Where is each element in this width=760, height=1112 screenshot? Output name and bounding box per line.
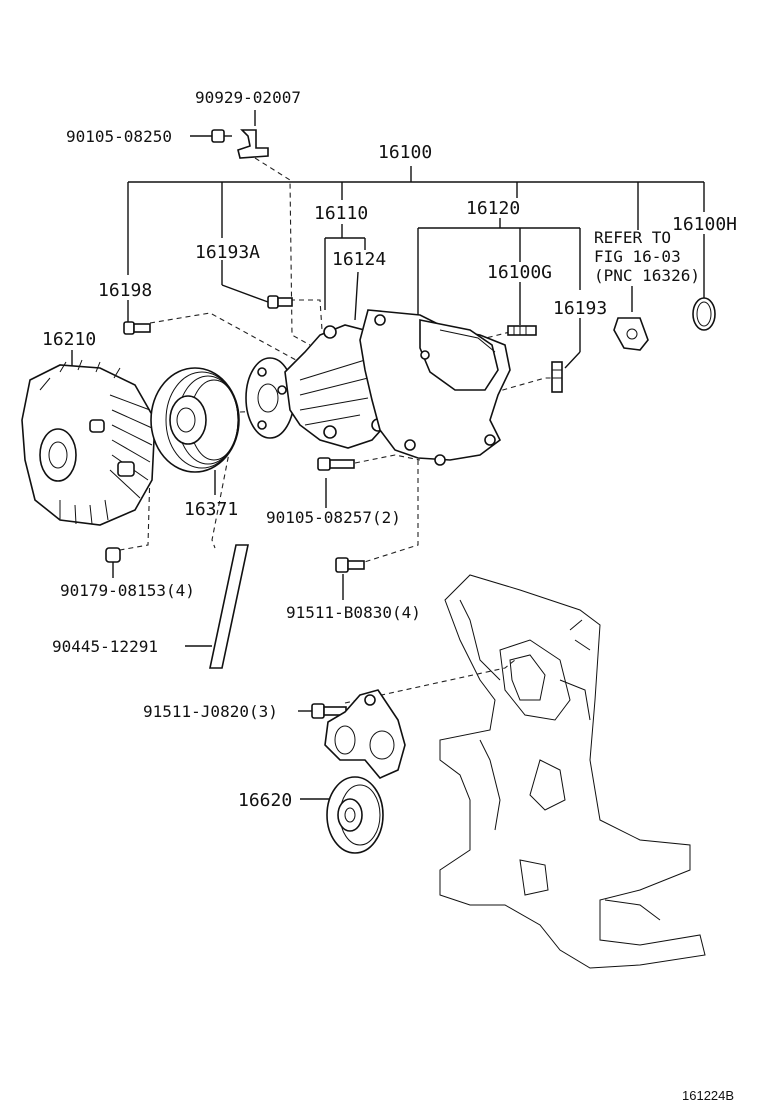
label-16193: 16193 — [553, 298, 607, 319]
label-91511-B0830: 91511-B0830(4) — [286, 603, 421, 622]
label-16100H: 16100H — [672, 214, 737, 235]
label-16620: 16620 — [238, 790, 292, 811]
refer-line-3: (PNC 16326) — [594, 266, 700, 285]
o-ring-16100H — [692, 297, 716, 331]
label-16193A: 16193A — [195, 242, 260, 263]
label-90445-12291: 90445-12291 — [52, 637, 158, 656]
label-16120: 16120 — [466, 198, 520, 219]
bolt-16193A — [267, 295, 293, 309]
bolt-91511-B0830 — [335, 557, 365, 573]
bolt-16198 — [123, 321, 151, 335]
label-90929-02007: 90929-02007 — [195, 88, 301, 107]
gasket-refer — [613, 317, 649, 351]
hose-90445-12291 — [209, 544, 249, 669]
label-90105-08250: 90105-08250 — [66, 127, 172, 146]
refer-line-2: FIG 16-03 — [594, 247, 681, 266]
label-91511-J0820: 91511-J0820(3) — [143, 702, 278, 721]
label-90179-08153: 90179-08153(4) — [60, 581, 195, 600]
leader-lines — [71, 110, 705, 800]
label-16210: 16210 — [42, 329, 96, 350]
bracket-90929 — [237, 129, 269, 159]
refer-line-1: REFER TO — [594, 228, 671, 247]
fan-clutch-16210 — [21, 359, 156, 526]
figure-id: 161224B — [682, 1088, 734, 1103]
engine-block-outline — [439, 574, 706, 969]
label-16100: 16100 — [378, 142, 432, 163]
pulley-16371 — [150, 367, 240, 473]
bolt-90105-08257 — [317, 457, 355, 471]
stud-16193 — [551, 361, 563, 393]
label-16198: 16198 — [98, 280, 152, 301]
bolt-90105-08250 — [211, 129, 232, 143]
label-16110: 16110 — [314, 203, 368, 224]
label-90105-08257: 90105-08257(2) — [266, 508, 401, 527]
label-16100G: 16100G — [487, 262, 552, 283]
tensioner-16620 — [324, 689, 406, 854]
label-16124: 16124 — [332, 249, 386, 270]
pump-housing-16120 — [359, 309, 511, 466]
stud-16100G — [507, 325, 537, 336]
label-16371: 16371 — [184, 499, 238, 520]
nut-90179-08153 — [105, 547, 121, 563]
part-labels: 90929-02007 90105-08250 16100 16110 1612… — [42, 88, 737, 1103]
